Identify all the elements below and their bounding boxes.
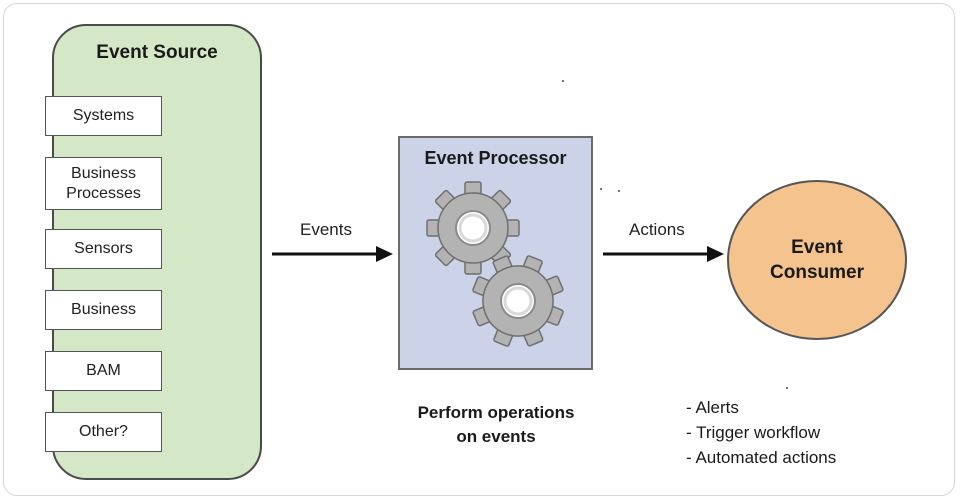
source-item-systems: Systems: [45, 96, 162, 136]
gear-icon: [472, 255, 564, 347]
source-item-other: Other?: [45, 412, 162, 452]
source-item-bam: BAM: [45, 351, 162, 391]
list-item: - Automated actions: [686, 448, 837, 467]
event-consumer-circle: Event Consumer: [727, 180, 907, 340]
actions-label: Actions: [629, 220, 685, 239]
event-processor-title: Event Processor: [424, 148, 567, 168]
events-arrow-icon: [272, 246, 393, 262]
source-item-business: Business: [45, 290, 162, 330]
gear-icon: [426, 181, 520, 275]
event-consumer-title: Event Consumer: [770, 237, 864, 283]
source-item-sensors: Sensors: [45, 229, 162, 269]
list-item: - Alerts: [686, 398, 739, 417]
events-label: Events: [300, 220, 352, 239]
consumer-actions-list: - Alerts - Trigger workflow - Automated …: [686, 395, 836, 470]
actions-arrow-icon: [603, 246, 724, 262]
speck: [618, 190, 620, 192]
speck: [786, 387, 788, 389]
speck: [562, 80, 564, 82]
list-item: - Trigger workflow: [686, 423, 821, 442]
event-source-title: Event Source: [96, 42, 218, 63]
speck: [600, 188, 602, 190]
processor-caption: Perform operations on events: [417, 403, 575, 446]
source-item-business-processes: Business Processes: [45, 157, 162, 210]
